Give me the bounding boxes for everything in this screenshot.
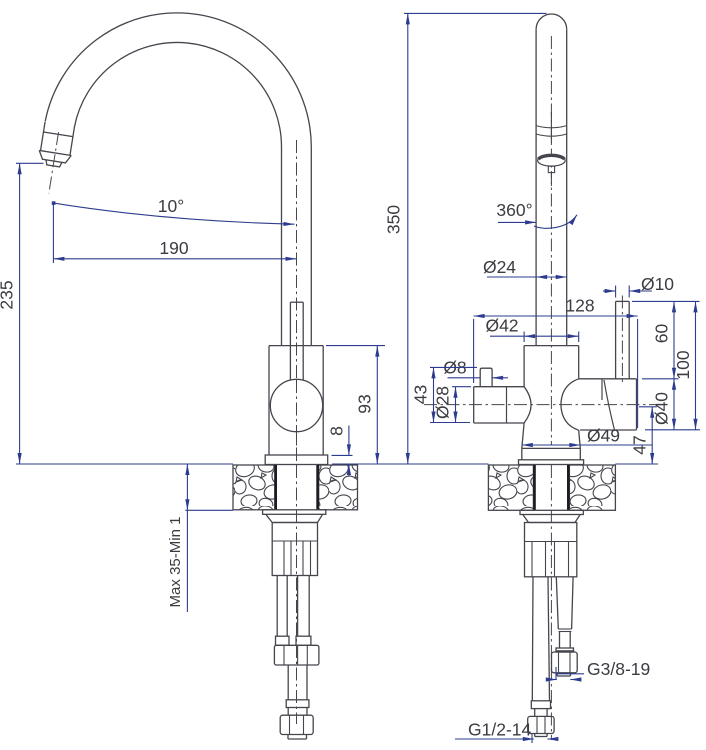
dim-label-d49: Ø49 <box>587 426 620 446</box>
drawing-rect <box>550 651 578 674</box>
front-spout-pipe <box>535 13 568 445</box>
front-view: 350 360° Ø24 128 Ø42 Ø10 60 Ø40 100 Ø8 4… <box>384 12 700 743</box>
drawing-rect <box>568 464 617 511</box>
drawing-path <box>560 378 579 405</box>
drawing-rect <box>530 700 552 710</box>
drawing-line <box>570 576 574 630</box>
drawing-path <box>265 513 324 524</box>
hose-collar-band <box>556 650 574 653</box>
dim-label-47: 47 <box>630 435 650 454</box>
front-countertop <box>487 464 617 511</box>
dim-label-max35: Max 35-Min 1 <box>167 517 184 608</box>
drawing-rect <box>261 509 327 515</box>
base-flange <box>264 454 329 466</box>
front-view-dimensions: 350 360° Ø24 128 Ø42 Ø10 60 Ø40 100 Ø8 4… <box>384 12 700 743</box>
drawing-rect <box>295 635 312 646</box>
spout-nozzle <box>38 121 76 194</box>
drawing-rect <box>487 464 535 511</box>
countertop <box>232 464 359 511</box>
drawing-path <box>535 13 568 30</box>
drawing-path <box>535 125 567 129</box>
dim-label-235: 235 <box>0 280 17 309</box>
mounting-hardware <box>261 509 327 577</box>
drawing-path <box>53 202 295 227</box>
dim-label-128: 128 <box>565 296 594 316</box>
drawing-rect <box>271 521 319 577</box>
side-view: 235 10° 190 93 8 Max 35-Min 1 <box>0 12 658 740</box>
drawing-line <box>531 576 534 701</box>
dim-label-d42: Ø42 <box>485 316 518 336</box>
drawing-line <box>547 576 551 701</box>
drawing-path <box>603 379 616 431</box>
dim-label-100: 100 <box>673 350 693 379</box>
dim-label-d10: Ø10 <box>641 274 674 294</box>
spout-inner-arc <box>73 41 283 148</box>
spout-outer-arc <box>44 12 312 148</box>
drawing-line <box>39 149 72 157</box>
drawing-rect <box>232 464 276 511</box>
dim-label-10deg: 10° <box>158 196 184 216</box>
drawing-rect <box>523 521 578 578</box>
drawing-rect <box>274 635 290 646</box>
dim-label-d28: Ø28 <box>433 386 453 419</box>
supply-hoses <box>273 465 320 740</box>
dim-label-60: 60 <box>652 324 672 344</box>
dim-label-d24: Ø24 <box>483 257 516 277</box>
faucet-body <box>264 344 329 466</box>
dim-label-93: 93 <box>355 394 375 413</box>
dim-label-8: 8 <box>327 426 347 436</box>
drawing-rect <box>285 699 310 709</box>
spout-gooseneck <box>38 12 312 194</box>
front-hoses <box>527 465 578 740</box>
drawing-rect <box>318 464 359 511</box>
drawing-line <box>39 121 46 151</box>
nozzle-axis-centerline <box>48 132 60 194</box>
riser-pipe <box>280 140 312 461</box>
dim-label-d40: Ø40 <box>652 392 672 425</box>
drawing-path <box>536 153 566 161</box>
dim-label-360deg: 360° <box>496 200 532 220</box>
drawing-line <box>555 576 559 630</box>
drawing-line <box>69 126 76 156</box>
dim-label-43: 43 <box>411 385 431 404</box>
front-body <box>424 295 662 466</box>
drawing-line <box>578 430 581 449</box>
dim-label-350: 350 <box>384 205 404 234</box>
drawing-path <box>533 214 578 229</box>
dim-label-g38: G3/8-19 <box>587 659 650 679</box>
drawing-path <box>479 367 493 387</box>
dim-label-190: 190 <box>159 238 188 258</box>
side-view-dimensions: 235 10° 190 93 8 Max 35-Min 1 <box>0 162 658 612</box>
dim-label-g12: G1/2-14 <box>468 720 531 740</box>
drawing-rect <box>517 459 585 466</box>
drawing-path <box>560 404 579 431</box>
drawing-path <box>535 133 567 137</box>
drawing-rect <box>527 715 555 735</box>
